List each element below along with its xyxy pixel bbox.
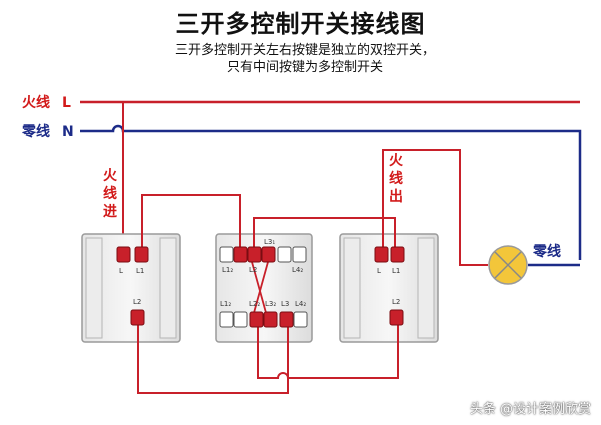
- live-in-label-2: 线: [103, 185, 117, 202]
- wire-mid-to-right-l1: [253, 217, 396, 255]
- live-out-label-2: 线: [389, 170, 403, 187]
- internal-cross-wire: [251, 261, 269, 321]
- terminal-mid-top-1: [219, 246, 234, 263]
- terminal-right-top-label-2: L1: [392, 267, 400, 275]
- terminal-mid-top-2: [233, 246, 248, 263]
- terminal-mid-bottom-2: [233, 311, 248, 328]
- terminal-left-l: [116, 246, 131, 263]
- terminal-mid-bottom-3: [249, 311, 264, 328]
- terminal-left-l2: [130, 309, 145, 326]
- terminal-mid-bottom-label-2: L2₂: [249, 300, 260, 308]
- neutral-line-label: 零线: [21, 123, 50, 140]
- terminal-mid-top-label-2: L2: [249, 266, 257, 274]
- terminal-mid-bottom-6: [293, 311, 308, 328]
- live-in-label-3: 进: [103, 204, 117, 220]
- wire-mid-to-right-l2: [257, 320, 399, 379]
- diagram-subtitle: 三开多控制开关左右按键是独立的双控开关， 只有中间按键为多控制开关: [120, 42, 490, 76]
- live-out-label-3: 出: [389, 188, 403, 205]
- terminal-left-top-label-2: L1: [136, 267, 144, 275]
- watermark: 头条 @设计案例欣赏: [469, 402, 591, 417]
- live-line-label: 火线: [22, 94, 50, 111]
- wire-left-l2-to-mid: [137, 320, 289, 394]
- terminal-mid-bottom-label-3: L3₂: [265, 300, 276, 308]
- terminal-mid-top-label-1: L1₂: [222, 266, 233, 274]
- live-line-letter: L: [62, 95, 71, 111]
- terminal-mid-top-6: [292, 246, 307, 263]
- live-out-wire: [382, 149, 488, 266]
- terminal-mid-bottom-1: [219, 311, 234, 328]
- wire-left-l1-to-mid: [141, 194, 241, 255]
- terminal-right-l2: [389, 309, 404, 326]
- terminal-mid-top-3: [247, 246, 262, 263]
- lamp-icon: [488, 245, 528, 285]
- terminal-mid-bottom-label-5: L4₂: [295, 300, 306, 308]
- lamp-neutral-label: 零线: [532, 243, 561, 260]
- terminal-right-l1: [390, 246, 405, 263]
- terminal-mid-top-label-3: L3₁: [264, 238, 275, 246]
- terminal-mid-bottom-label-1: L1₂: [220, 300, 231, 308]
- live-in-wire: [122, 102, 125, 256]
- live-out-label-1: 火: [389, 153, 404, 169]
- terminal-mid-top-label-4: L4₂: [292, 266, 303, 274]
- neutral-line-letter: N: [62, 124, 74, 140]
- terminal-left-l1: [134, 246, 149, 263]
- diagram-title: 三开多控制开关接线图: [175, 10, 426, 38]
- live-in-label-1: 火: [103, 168, 118, 184]
- subtitle-line-1: 三开多控制开关左右按键是独立的双控开关，: [174, 43, 435, 58]
- terminal-mid-top-5: [277, 246, 292, 263]
- terminal-left-top-label-1: L: [119, 267, 123, 275]
- terminal-right-bottom-label: L2: [392, 298, 400, 306]
- terminal-mid-bottom-4: [263, 311, 278, 328]
- right-switch: [339, 233, 439, 343]
- terminal-mid-bottom-5: [279, 311, 294, 328]
- terminal-mid-bottom-label-4: L3: [281, 300, 289, 308]
- terminal-right-top-label-1: L: [377, 267, 381, 275]
- terminal-mid-top-4: [261, 246, 276, 263]
- terminal-right-l: [374, 246, 389, 263]
- terminal-left-bottom-label: L2: [133, 298, 141, 306]
- subtitle-line-2: 只有中间按键为多控制开关: [226, 60, 383, 75]
- left-switch: [81, 233, 181, 343]
